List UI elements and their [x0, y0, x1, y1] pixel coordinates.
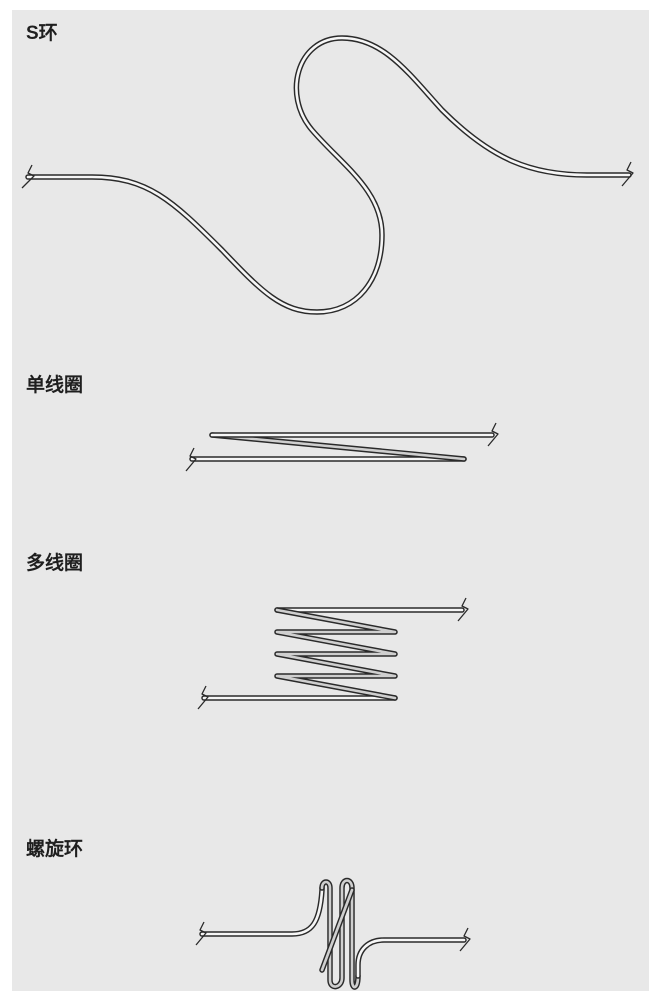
- helical-loop-label: 螺旋环: [26, 839, 84, 860]
- single-coil-label: 单线圈: [26, 375, 84, 396]
- helical-loop-left-wire: [199, 885, 325, 937]
- helical-loop-figure: [195, 877, 471, 990]
- multi-coil-break-left: [197, 685, 209, 710]
- s-loop-figure: [21, 35, 634, 315]
- loop-diagrams: [21, 35, 634, 990]
- helical-loop-right-wire: [355, 937, 467, 979]
- helical-loop-break-right: [459, 927, 471, 952]
- helical-loop-break-left: [195, 921, 207, 946]
- multi-coil-label: 多线圈: [26, 553, 84, 574]
- s-loop-break-right: [621, 161, 634, 187]
- multi-coil-figure: [197, 597, 469, 710]
- diagram-panel: S环 单线圈 多线圈 螺旋环: [12, 10, 649, 991]
- multi-coil-break-right: [457, 597, 469, 622]
- single-coil-break-left: [185, 447, 197, 472]
- s-loop-tube: [25, 35, 632, 315]
- s-loop-break-left: [21, 164, 35, 189]
- s-loop-label: S环: [26, 23, 58, 44]
- single-coil-break-right: [487, 422, 499, 447]
- single-coil-figure: [185, 422, 499, 472]
